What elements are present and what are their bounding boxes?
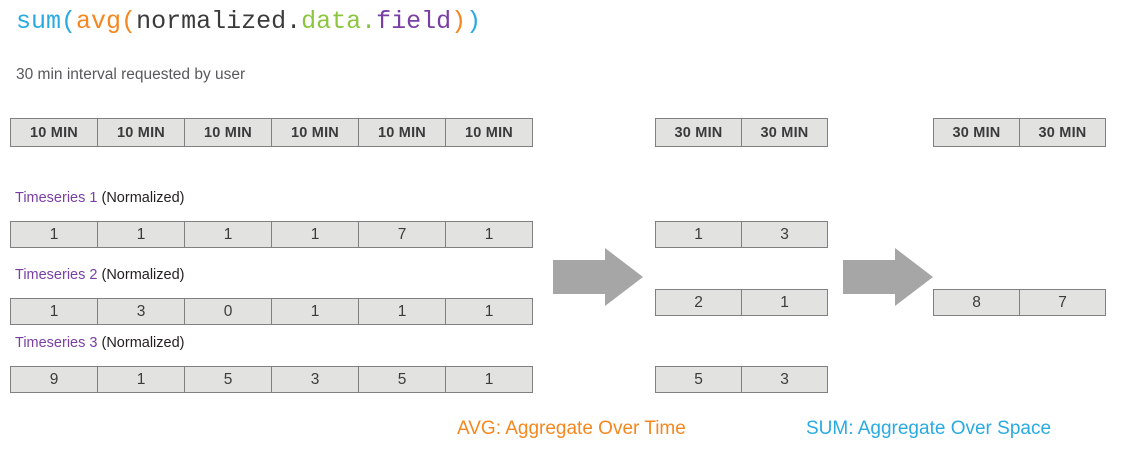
interval-subtitle: 30 min interval requested by user	[16, 66, 246, 83]
arrow-right-icon	[553, 248, 643, 308]
query-token-9: )	[451, 7, 467, 36]
query-token-6: data	[301, 7, 362, 36]
value-cell: 1	[97, 221, 185, 248]
value-cell: 5	[655, 366, 742, 393]
value-cell: 3	[271, 366, 359, 393]
header-cell: 10 MIN	[358, 118, 446, 147]
series-note: (Normalized)	[97, 190, 185, 206]
series-caption-3: Timeseries 3 (Normalized)	[15, 334, 184, 352]
value-cell: 3	[741, 366, 828, 393]
query-token-4: normalized	[136, 7, 287, 36]
series-caption-2: Timeseries 2 (Normalized)	[15, 266, 184, 284]
value-cell: 2	[655, 289, 742, 316]
header-strip-space-aggregated: 30 MIN 30 MIN	[933, 118, 1106, 147]
time-aggregated-strip-series-3: 5 3	[655, 366, 828, 393]
caption-sum-aggregate-over-space: SUM: Aggregate Over Space	[806, 418, 1052, 439]
query-token-10: )	[466, 7, 482, 36]
query-token-8: field	[376, 7, 452, 36]
header-cell: 10 MIN	[97, 118, 185, 147]
caption-avg-aggregate-over-time: AVG: Aggregate Over Time	[457, 418, 686, 439]
value-cell: 1	[655, 221, 742, 248]
value-cell: 9	[10, 366, 98, 393]
series-note: (Normalized)	[97, 335, 185, 351]
value-cell: 1	[358, 298, 446, 325]
header-cell: 10 MIN	[184, 118, 272, 147]
value-cell: 5	[184, 366, 272, 393]
value-cell: 1	[10, 298, 98, 325]
value-cell: 1	[271, 298, 359, 325]
header-cell: 30 MIN	[741, 118, 828, 147]
query-token-1: (	[61, 7, 77, 36]
series-name: Timeseries 1	[15, 190, 98, 206]
header-strip-time-aggregated: 30 MIN 30 MIN	[655, 118, 828, 147]
space-aggregated-strip-result: 8 7	[933, 289, 1106, 316]
header-cell: 30 MIN	[1019, 118, 1106, 147]
query-token-7: .	[361, 7, 377, 36]
series-name: Timeseries 3	[15, 335, 98, 351]
time-aggregated-strip-series-2: 2 1	[655, 289, 828, 316]
value-cell: 1	[271, 221, 359, 248]
query-expression: sum(avg(normalized.data.field))	[16, 6, 481, 38]
value-cell: 3	[97, 298, 185, 325]
value-cell: 7	[1019, 289, 1106, 316]
series-note: (Normalized)	[97, 267, 185, 283]
header-cell: 30 MIN	[933, 118, 1020, 147]
value-strip-series-2: 1 3 0 1 1 1	[10, 298, 537, 325]
time-aggregated-strip-series-1: 1 3	[655, 221, 828, 248]
value-cell: 1	[97, 366, 185, 393]
header-cell: 10 MIN	[445, 118, 533, 147]
value-strip-series-3: 9 1 5 3 5 1	[10, 366, 537, 393]
value-cell: 7	[358, 221, 446, 248]
series-caption-1: Timeseries 1 (Normalized)	[15, 189, 184, 207]
value-cell: 1	[445, 366, 533, 393]
value-cell: 0	[184, 298, 272, 325]
query-token-3: (	[121, 7, 137, 36]
series-name: Timeseries 2	[15, 267, 98, 283]
query-token-5: .	[286, 7, 302, 36]
query-token-0: sum	[16, 7, 62, 36]
value-cell: 8	[933, 289, 1020, 316]
value-cell: 1	[10, 221, 98, 248]
value-cell: 1	[445, 298, 533, 325]
header-cell: 10 MIN	[271, 118, 359, 147]
arrow-right-icon	[843, 248, 933, 308]
query-token-2: avg	[76, 7, 122, 36]
header-strip-raw: 10 MIN 10 MIN 10 MIN 10 MIN 10 MIN 10 MI…	[10, 118, 537, 147]
value-cell: 5	[358, 366, 446, 393]
value-cell: 3	[741, 221, 828, 248]
value-strip-series-1: 1 1 1 1 7 1	[10, 221, 537, 248]
value-cell: 1	[445, 221, 533, 248]
header-cell: 30 MIN	[655, 118, 742, 147]
value-cell: 1	[741, 289, 828, 316]
value-cell: 1	[184, 221, 272, 248]
header-cell: 10 MIN	[10, 118, 98, 147]
